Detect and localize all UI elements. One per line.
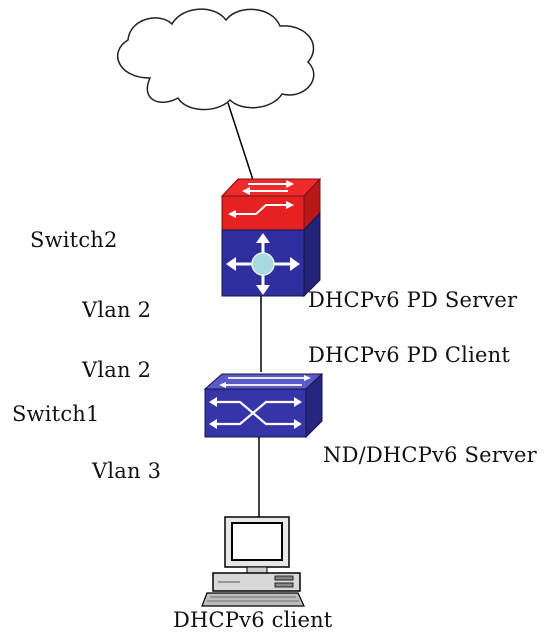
pd-client-label: DHCPv6 PD Client bbox=[308, 343, 510, 367]
nd-server-label: ND/DHCPv6 Server bbox=[323, 443, 537, 467]
layer3-switch-icon bbox=[220, 177, 322, 298]
pd-server-label: DHCPv6 PD Server bbox=[308, 288, 518, 312]
vlan2-upper-label: Vlan 2 bbox=[82, 298, 152, 322]
vlan2-lower-label: Vlan 2 bbox=[82, 358, 152, 382]
desktop-computer-icon bbox=[201, 516, 305, 607]
switch1-label: Switch1 bbox=[12, 402, 100, 426]
link-cloud-switch2 bbox=[227, 102, 255, 184]
layer2-switch-icon bbox=[203, 372, 324, 439]
cloud-icon bbox=[117, 8, 315, 111]
switch2-label: Switch2 bbox=[30, 228, 118, 252]
client-label: DHCPv6 client bbox=[173, 608, 333, 632]
vlan3-label: Vlan 3 bbox=[92, 459, 162, 483]
